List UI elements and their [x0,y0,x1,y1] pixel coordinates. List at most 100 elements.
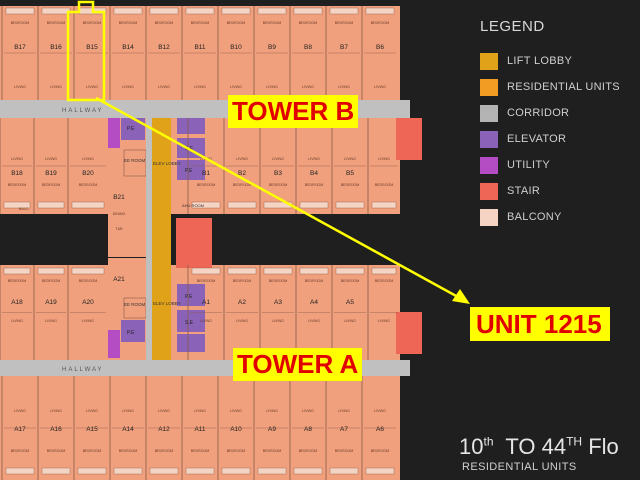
room-label-living: LIVING [122,409,134,413]
legend-label: BALCONY [507,211,562,223]
room-label-bedroom: BEDROOM [191,449,210,453]
room-label-living: LIVING [122,85,134,89]
room-label-living: LIVING [14,85,26,89]
unit-number-a-top: A2 [238,299,246,306]
room-label-living: LIVING [236,319,248,323]
unit-number-a-bottom: A11 [194,426,205,433]
floor-start: 10 [459,434,484,459]
elevator-a3 [177,334,205,352]
unit-number-b-top: B14 [122,44,134,51]
room-label-bedroom: BEDROOM [11,449,30,453]
unit-number-a-bottom: A14 [122,426,134,433]
room-label-living: LIVING [86,85,98,89]
balcony [3,267,31,275]
unit-number-b-top: B7 [340,44,348,51]
unit-number-a-bottom: A10 [230,426,242,433]
balcony [371,267,397,275]
room-label-bedroom: BEDROOM [83,21,102,25]
room-label-bedroom: BEDROOM [371,21,390,25]
unit-number-b-top: B17 [14,44,26,51]
unit-number-b-top: B12 [158,44,170,51]
elevator-b2 [177,116,205,134]
room-label-bedroom: BEDROOM [299,449,318,453]
legend-label: CORRIDOR [507,107,570,119]
legend-item-stair: STAIR [480,178,620,204]
room-label-living: LIVING [378,319,390,323]
legend-title: LEGEND [480,18,545,35]
balcony [71,267,105,275]
room-label-living: LIVING [200,319,212,323]
unit-number-b-bottom: B2 [238,170,246,177]
unit-arrow-head [452,289,470,304]
room-labels: BEDROOM LIVING BEDROOM LIVING BEDROOM LIVING B… [8,21,394,453]
room-label-living: LIVING [11,157,23,161]
unit-number-b-top: B6 [376,44,384,51]
room-label-bedroom: BEDROOM [305,279,324,283]
balcony [329,467,359,475]
tower-b-label: TOWER B [228,95,359,128]
balcony [37,201,65,209]
elevators [121,116,205,352]
legend-swatch [480,104,498,122]
legend-swatch [480,156,498,174]
unit-number-b-top: B16 [50,44,62,51]
unit-arrow-line [95,96,459,299]
room-label-living: LIVING [344,157,356,161]
balcony [41,467,71,475]
balcony [185,7,215,15]
unit-number-b-top: B15 [86,44,98,51]
unit-number-a-bottom: A12 [158,426,170,433]
legend-item-utility: UTILITY [480,152,620,178]
floor-range-title: 10th TO 44TH Flo [459,434,619,460]
room-label-bedroom: BEDROOM [42,183,61,187]
balcony [37,267,65,275]
balcony [329,7,359,15]
elevator-a1 [177,284,205,306]
legend-label: ELEVATOR [507,133,567,145]
balcony [41,7,71,15]
room-label-bedroom: BEDROOM [197,183,216,187]
unit-number-a-bottom: A16 [50,426,62,433]
room-label-bedroom: BEDROOM [341,279,360,283]
unit-number-a-top: A20 [82,299,94,306]
balcony [3,201,31,209]
room-label-bedroom: BEDROOM [191,21,210,25]
unit-number-b-top: B11 [194,44,205,51]
unit-number-b-bottom: B4 [310,170,318,177]
floor-end-sup: TH [566,434,583,449]
unit-number-b-bottom: B5 [346,170,354,177]
room-label-living: LIVING [338,85,350,89]
utility-b [108,118,120,148]
room-label-living: LIVING [158,409,170,413]
unit-number-a-bottom: A7 [340,426,348,433]
room-label-bedroom: BEDROOM [227,449,246,453]
legend-swatch [480,130,498,148]
balcony [365,7,395,15]
room-label-bedroom: BEDROOM [119,449,138,453]
legend-item-corridor: CORRIDOR [480,100,620,126]
balcony [221,7,251,15]
room-label-living: LIVING [50,409,62,413]
elevator-a4 [121,320,145,342]
room-label-dining: DINING [113,212,126,216]
legend-item-lift-lobby: LIFT LOBBY [480,48,620,74]
legend-label: LIFT LOBBY [507,55,573,67]
legend-label: RESIDENTIAL UNITS [507,81,620,93]
balcony [191,267,221,275]
room-label-balcony: BALC. [19,207,29,211]
room-label-living: LIVING [236,157,248,161]
unit-number-b-bottom: B18 [11,170,23,177]
balcony [221,467,251,475]
elevator-b1 [121,116,145,140]
pe-label-a1: P.E [185,294,193,300]
pe-label-b2: P.E [185,168,193,174]
unit-number-b-top: B8 [304,44,312,51]
ee-room-label-a: EE ROOM [124,302,146,307]
utility-core-a [123,297,147,319]
room-label-bedroom: BEDROOM [47,21,66,25]
balcony [5,7,35,15]
legend: LIFT LOBBY RESIDENTIAL UNITS CORRIDOR EL… [480,48,620,230]
balcony [335,267,365,275]
unit-number-a-bottom: A8 [304,426,312,433]
stairs-right [176,118,422,354]
